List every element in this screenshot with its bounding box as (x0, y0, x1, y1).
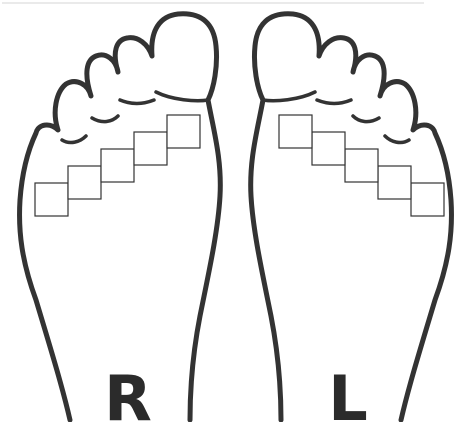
left-toe-crease-fourth (385, 136, 409, 143)
left-foot (251, 14, 452, 420)
right-grid-box-5 (167, 115, 200, 148)
right-toe-crease-fourth (62, 136, 86, 143)
left-toe-crease-third (353, 116, 379, 122)
right-toe-crease-big (156, 92, 208, 101)
left-toe-crease-big (263, 92, 315, 101)
right-grid-box-3 (101, 149, 134, 182)
right-toe-crease-third (92, 116, 118, 122)
left-grid-box-2 (378, 166, 411, 199)
right-grid-box-4 (134, 132, 167, 165)
right-grid-box-1 (35, 183, 68, 216)
left-grid-box-4 (312, 132, 345, 165)
left-foot-outline (251, 14, 452, 420)
left-grid-box-1 (411, 183, 444, 216)
left-toe-crease-second (317, 100, 351, 103)
right-foot-outline (20, 14, 221, 420)
right-foot-label: R (104, 362, 152, 422)
left-grid-box-3 (345, 149, 378, 182)
left-grid-box-5 (279, 115, 312, 148)
right-toe-crease-second (120, 100, 154, 103)
left-foot-label: L (328, 362, 368, 422)
right-grid-box-2 (68, 166, 101, 199)
right-foot: R (20, 14, 221, 422)
